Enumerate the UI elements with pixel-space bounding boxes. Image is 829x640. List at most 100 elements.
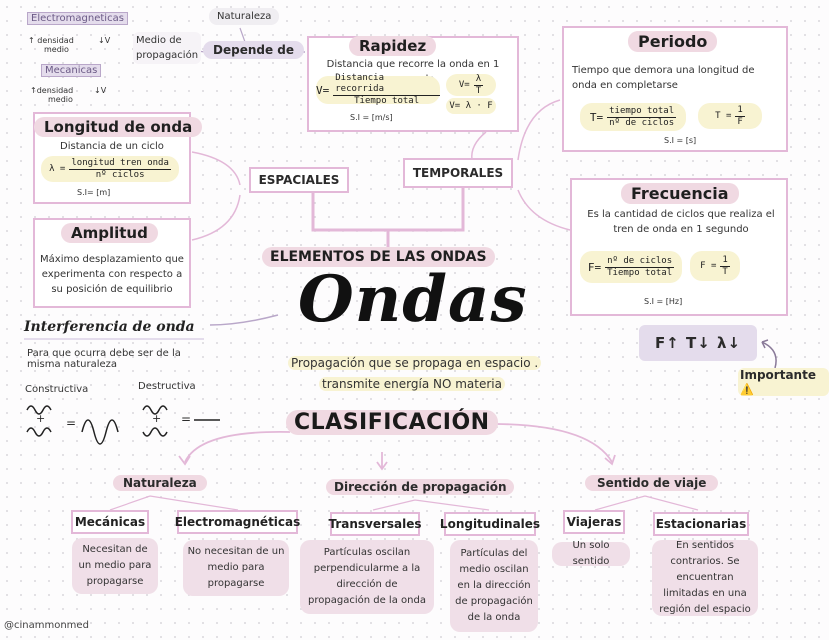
importante-relation: F↑ T↓ λ↓ <box>639 325 757 361</box>
rapidez-title: Rapidez <box>349 36 437 56</box>
destructiva-plus: + <box>152 412 162 425</box>
wave-constructiva-result <box>81 419 119 445</box>
connector-importante <box>761 341 777 369</box>
longitudinales-box: Longitudinales <box>440 512 540 536</box>
transversales-box: Transversales <box>328 512 422 536</box>
elementos-title: ELEMENTOS DE LAS ONDAS <box>262 247 495 267</box>
electromagneticas-desc: No necesitan de un medio para propagarse <box>183 540 289 596</box>
frecuencia-si: S.I = [Hz] <box>644 297 683 306</box>
credit: @cinammonmed <box>4 620 89 631</box>
rapidez-v2-eq: V= <box>458 80 470 90</box>
rapidez-v3: V= λ · F <box>449 101 493 111</box>
constructiva-label: Constructiva <box>25 384 89 395</box>
periodo-t2-den: F <box>737 116 743 127</box>
periodo-si: S.I = [s] <box>664 136 697 145</box>
interferencia-title-underline <box>24 338 204 340</box>
mecanicas-tag: Mecanicas <box>41 64 102 77</box>
estacionarias-box: Estacionarias <box>653 512 749 536</box>
longitud-den: nº ciclos <box>95 169 145 180</box>
main-def-line1: Propagación que se propaga en espacio . <box>288 356 542 370</box>
viajeras-box: Viajeras <box>563 510 625 534</box>
wave-destructiva-2 <box>142 427 168 437</box>
longitud-num: longitud tren onda <box>69 157 171 170</box>
longitud-desc: Distancia de un ciclo <box>60 141 164 152</box>
main-def-line2: transmite energía NO materia <box>319 377 505 391</box>
periodo-title: Periodo <box>628 31 718 52</box>
rapidez-si: S.I = [m/s] <box>350 113 393 122</box>
electromagneticas-box: Electromagnéticas <box>175 510 300 534</box>
periodo-t-eq: T= <box>589 110 604 124</box>
frecuencia-box <box>570 178 788 316</box>
em-v-down: ↓V <box>98 36 111 45</box>
depende-de-label: Depende de <box>203 41 305 59</box>
longitud-si: S.I= [m] <box>77 188 111 197</box>
constructiva-plus: + <box>36 412 46 425</box>
rapidez-v2-den: T <box>475 85 482 96</box>
frecuencia-num: nº de ciclos <box>605 255 675 268</box>
wave-constructiva-2 <box>26 427 52 437</box>
periodo-t2-eq: T = <box>715 111 732 121</box>
mecanicas-box: Mecánicas <box>71 510 149 534</box>
espaciales-box: ESPACIALES <box>249 167 349 193</box>
estacionarias-desc: En sentidos contrarios. Se encuentran li… <box>652 540 758 616</box>
clasif-naturaleza-title: Naturaleza <box>113 475 207 491</box>
mec-v-down: ↓V <box>94 86 107 95</box>
destructiva-label: Destructiva <box>138 381 196 392</box>
clasificacion-title: CLASIFICACIÓN <box>286 410 498 435</box>
mec-densidad-up: ↑densidad <box>30 86 74 95</box>
naturaleza-label: Naturaleza <box>209 8 280 25</box>
longitud-title: Longitud de onda <box>34 117 203 137</box>
amplitud-desc: Máximo desplazamiento que experimenta co… <box>40 254 184 295</box>
main-title: Ondas <box>298 262 528 337</box>
temporales-box: TEMPORALES <box>403 158 513 188</box>
connector-naturaleza <box>239 27 246 43</box>
rapidez-formula-3: V= λ · F <box>446 98 496 114</box>
connector-longitud <box>191 151 241 186</box>
electromagneticas-tag: Electromagneticas <box>27 12 128 25</box>
connector-amplitud <box>191 194 241 241</box>
frecuencia-f2-den: T <box>722 266 728 277</box>
wave-destructiva-1 <box>142 405 168 415</box>
clasif-direccion-title: Dirección de propagación <box>326 479 515 495</box>
rapidez-den: Tiempo total <box>354 96 420 106</box>
connector-rapidez <box>471 131 487 161</box>
connector-periodo <box>517 99 561 161</box>
periodo-num: tiempo total <box>607 105 677 118</box>
periodo-den: nº de ciclos <box>609 117 675 128</box>
wave-constructiva-1 <box>26 405 52 415</box>
connector-clasif-sentido <box>496 423 613 463</box>
mec-densidad-word: medio <box>48 95 73 104</box>
importante-text: Importante <box>740 368 816 382</box>
rapidez-v-eq: V= <box>316 83 330 97</box>
frecuencia-den: Tiempo total <box>607 267 673 278</box>
warning-icon: ⚠️ <box>740 383 754 396</box>
em-densidad-word: medio <box>44 45 69 54</box>
mecanicas-desc: Necesitan de un medio para propagarse <box>72 538 158 594</box>
longitudinales-desc: Partículas del medio oscilan en la direc… <box>450 540 538 632</box>
connector-interferencia <box>209 314 279 326</box>
transversales-desc: Partículas oscilan perpendicularme a la … <box>300 540 434 614</box>
longitud-l-eq: λ = <box>49 164 66 174</box>
interferencia-desc: Para que ocurra debe ser de la misma nat… <box>27 348 181 370</box>
em-densidad-up: ↑ densidad <box>28 36 74 45</box>
frecuencia-f2-num: 1 <box>720 254 730 267</box>
frecuencia-f-eq: F= <box>587 260 602 274</box>
periodo-t2-num: 1 <box>735 104 745 117</box>
connector-clasif-naturaleza <box>184 431 291 463</box>
frecuencia-title: Frecuencia <box>621 183 739 204</box>
interferencia-title: Interferencia de onda <box>24 319 195 335</box>
medio-label: Medio de propagación <box>133 32 201 64</box>
frecuencia-f2-eq: F = <box>700 261 717 271</box>
amplitud-title: Amplitud <box>61 223 158 243</box>
rapidez-v2-num: λ <box>473 73 484 86</box>
viajeras-desc: Un solo sentido <box>552 540 630 567</box>
frecuencia-desc: Es la cantidad de ciclos que realiza el … <box>587 209 775 235</box>
